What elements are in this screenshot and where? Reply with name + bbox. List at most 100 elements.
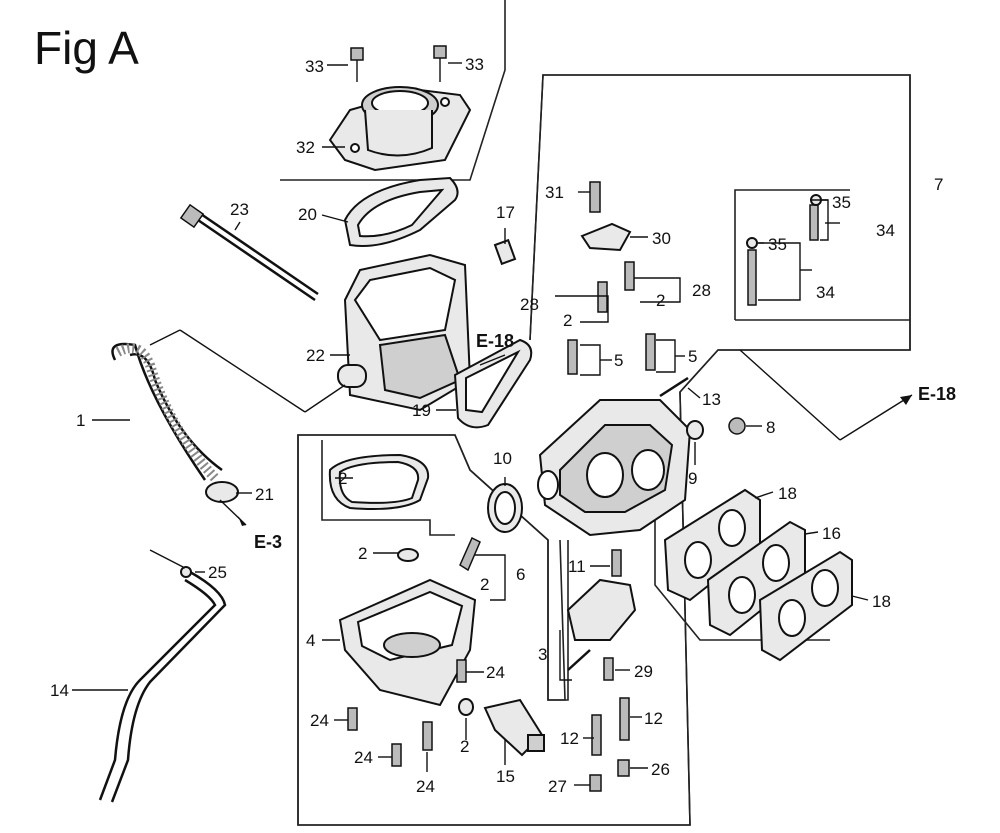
- part-17-clip: [493, 238, 517, 266]
- callout-32: 32: [296, 138, 315, 157]
- part-24-screw-a: [456, 659, 467, 683]
- part-13-pin: [659, 376, 689, 398]
- part-30-plate: [580, 222, 632, 252]
- part-23-long-bolt: [179, 203, 319, 302]
- part-12-screw-left: [591, 714, 602, 756]
- callout-9: 9: [688, 469, 697, 488]
- callout-21: 21: [255, 485, 274, 504]
- part-34-spring-b: [747, 249, 757, 306]
- callout-8: 8: [766, 418, 775, 437]
- part-18-gasket-lower: [758, 550, 853, 662]
- part-2-bowl-gasket-inner: [338, 460, 420, 504]
- callout-34-lower: 34: [816, 283, 835, 302]
- part-2-small-washer: [397, 548, 419, 562]
- part-31-screw: [589, 181, 601, 213]
- callout-2-jet: 2: [480, 575, 489, 594]
- callout-33-left: 33: [305, 57, 324, 76]
- ref-e18-upper: E-18: [476, 331, 514, 351]
- part-2-oring: [458, 698, 474, 716]
- intake-frame: [280, 0, 506, 181]
- ref-e3: E-3: [254, 532, 282, 552]
- callout-16: 16: [822, 524, 841, 543]
- callout-28-left: 28: [520, 295, 539, 314]
- callout-33-right: 33: [465, 55, 484, 74]
- part-5-screw-right: [645, 333, 656, 371]
- callout-15: 15: [496, 767, 515, 786]
- callout-24-b: 24: [310, 711, 329, 730]
- part-21-clamp: [205, 481, 239, 503]
- part-18-gasket-upper: [663, 488, 761, 602]
- callout-4: 4: [306, 631, 315, 650]
- part-22-intake-body: [337, 253, 472, 412]
- part-4-float-bowl: [338, 578, 477, 707]
- part-19-gasket-inner: [465, 349, 521, 414]
- callout-31: 31: [545, 183, 564, 202]
- callout-18-lower: 18: [872, 592, 891, 611]
- callout-23: 23: [230, 200, 249, 219]
- callout-19: 19: [412, 401, 431, 420]
- callout-25: 25: [208, 563, 227, 582]
- callout-28-right: 28: [692, 281, 711, 300]
- part-10-ring: [487, 483, 523, 533]
- callout-17: 17: [496, 203, 515, 222]
- callout-29: 29: [634, 662, 653, 681]
- part-9-washer: [686, 420, 704, 440]
- part-14-tube: [98, 570, 227, 803]
- part-6-jet: [459, 536, 481, 572]
- leader-lines: [72, 62, 913, 786]
- part-25-washer: [180, 566, 192, 578]
- callout-7: 7: [934, 175, 943, 194]
- callout-3: 3: [538, 645, 547, 664]
- part-8-screw: [728, 417, 746, 435]
- part-33-bolt-left: [350, 47, 364, 82]
- part-24-screw-d: [422, 721, 433, 751]
- part-27-nut: [589, 774, 602, 792]
- callout-30: 30: [652, 229, 671, 248]
- callout-34-upper: 34: [876, 221, 895, 240]
- callout-2-bowl-gasket: 2: [338, 469, 347, 488]
- callout-1: 1: [76, 411, 85, 430]
- callout-10: 10: [493, 449, 512, 468]
- part-12-screw-right: [619, 697, 630, 741]
- callout-6: 6: [516, 565, 525, 584]
- part-34-spring-a: [809, 204, 819, 241]
- callout-24-a: 24: [486, 663, 505, 682]
- callout-2-screw-right: 2: [656, 291, 665, 310]
- callout-35-lower: 35: [768, 235, 787, 254]
- callout-24-c: 24: [354, 748, 373, 767]
- callout-5-right: 5: [688, 347, 697, 366]
- part-33-bolt-right: [433, 45, 447, 82]
- part-20-gasket-inner: [356, 188, 445, 238]
- part-11-screw: [611, 549, 622, 577]
- part-24-screw-c: [391, 743, 402, 767]
- part-28-screw-left: [597, 281, 608, 313]
- inset-frame-34: [734, 189, 850, 320]
- callout-35-upper: 35: [832, 193, 851, 212]
- callout-13: 13: [702, 390, 721, 409]
- part-3-lever-assembly: [566, 578, 637, 671]
- callout-24-d: 24: [416, 777, 435, 796]
- part-29-screw: [603, 657, 614, 681]
- callout-26: 26: [651, 760, 670, 779]
- callout-12-left: 12: [560, 729, 579, 748]
- callout-5-left: 5: [614, 351, 623, 370]
- callout-14: 14: [50, 681, 69, 700]
- callout-12-right: 12: [644, 709, 663, 728]
- part-28-screw-right: [624, 261, 635, 291]
- part-24-screw-b: [347, 707, 358, 731]
- figure-title: Fig A: [34, 22, 139, 74]
- callout-2-washer: 2: [358, 544, 367, 563]
- callout-2-screw-left: 2: [563, 311, 572, 330]
- part-26-nut: [617, 759, 630, 777]
- callout-22: 22: [306, 346, 325, 365]
- callout-11: 11: [568, 557, 586, 576]
- part-15-solenoid: [483, 698, 545, 757]
- ref-e18-right: E-18: [918, 384, 956, 404]
- callout-20: 20: [298, 205, 317, 224]
- part-1-hose: [111, 342, 223, 482]
- part-32-elbow: [328, 86, 472, 172]
- callout-2-oring: 2: [460, 737, 469, 756]
- carburetor-frame-outline: [297, 74, 911, 826]
- part-35-ball-b: [746, 237, 758, 249]
